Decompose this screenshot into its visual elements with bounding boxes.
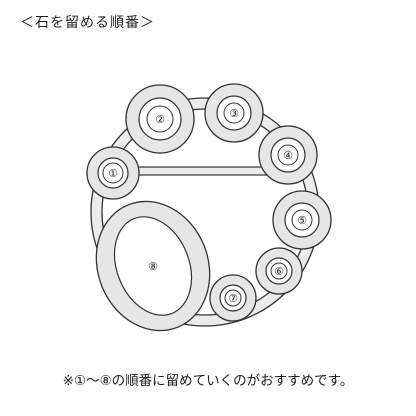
stone-number-label: ④	[283, 149, 293, 162]
stone	[223, 102, 245, 124]
stone	[291, 209, 313, 231]
stone-number-label: ⑥	[274, 265, 284, 278]
stone-number-label: ③	[229, 107, 239, 120]
stone-setting-1: ①	[86, 146, 140, 200]
stone-number-label: ⑦	[228, 292, 238, 305]
order-note: ※①〜⑧の順番に留めていくのがおすすめです。	[62, 373, 354, 389]
stone	[102, 162, 124, 184]
stone	[277, 144, 299, 166]
stone-setting-2: ②	[125, 84, 195, 154]
stone	[270, 262, 288, 280]
oval-stone	[113, 216, 193, 316]
stone-setting-3: ③	[204, 83, 264, 143]
stone-setting-5: ⑤	[272, 190, 332, 250]
stone-number-label: ②	[155, 113, 165, 126]
stone-number-label: ⑤	[297, 214, 307, 227]
stone-setting-6: ⑥	[255, 247, 303, 295]
stone-setting-7: ⑦	[209, 274, 257, 322]
stone	[146, 105, 174, 133]
stone-number-label: ⑧	[148, 260, 158, 273]
stone	[224, 289, 242, 307]
page-title: ＜石を留める順番＞	[20, 15, 155, 31]
stone-number-label: ①	[108, 167, 118, 180]
stone-setting-8: ⑧	[95, 200, 211, 332]
stone-setting-4: ④	[258, 125, 318, 185]
